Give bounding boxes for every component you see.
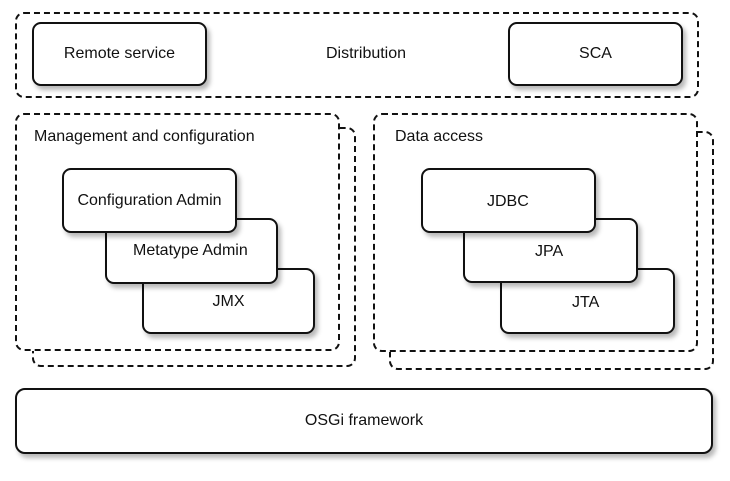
configuration-admin-label: Configuration Admin (77, 191, 222, 209)
jdbc-box: JDBC (421, 168, 596, 233)
osgi-framework-label: OSGi framework (304, 412, 424, 429)
jpa-label: JPA (535, 243, 564, 260)
jdbc-label: JDBC (487, 193, 529, 210)
jmx-label: JMX (212, 293, 245, 310)
remote-service-label: Remote service (63, 45, 176, 62)
sca-box: SCA (508, 22, 683, 86)
osgi-framework-box: OSGi framework (15, 388, 713, 454)
jta-label: JTA (572, 294, 600, 311)
distribution-title: Distribution (326, 45, 407, 62)
data-access-title: Data access (395, 128, 484, 145)
management-title: Management and configuration (34, 128, 255, 145)
sca-label: SCA (579, 45, 612, 62)
remote-service-box: Remote service (32, 22, 207, 86)
metatype-admin-label: Metatype Admin (133, 242, 248, 259)
configuration-admin-box: Configuration Admin (62, 168, 237, 233)
